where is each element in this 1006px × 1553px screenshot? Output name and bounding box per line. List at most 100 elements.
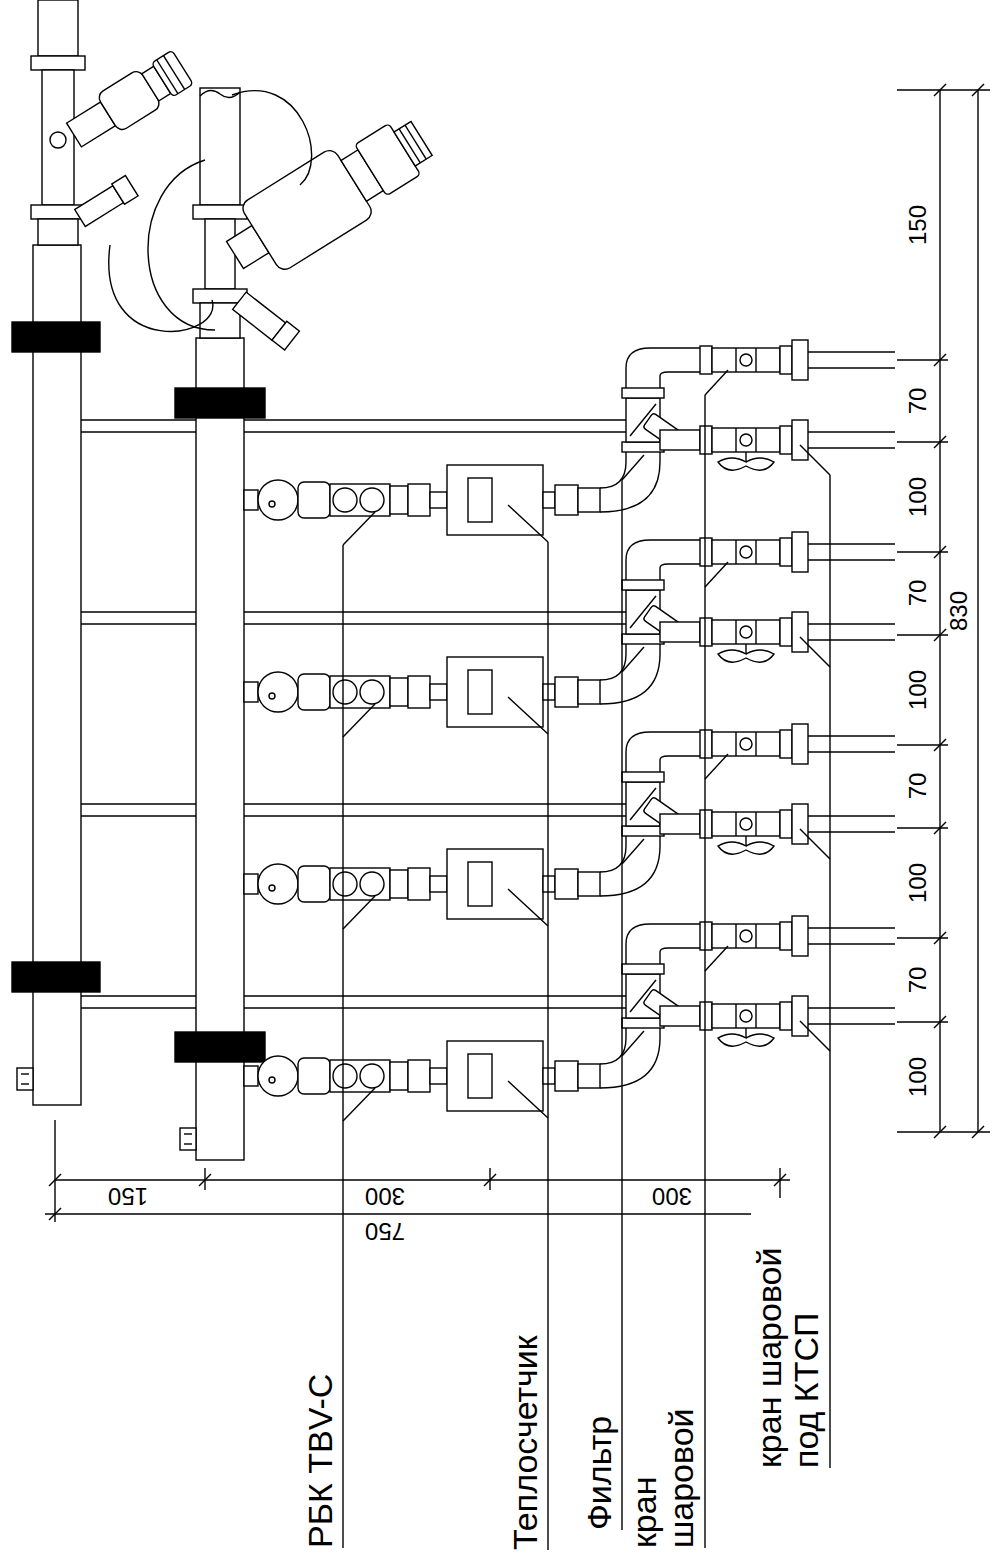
leader-label: РБК TBV-C [302, 1374, 339, 1548]
valve-port [360, 488, 384, 512]
leader-tick [800, 1021, 830, 1051]
union-nut [390, 870, 408, 898]
ball-valve [712, 812, 780, 836]
flange [792, 916, 808, 956]
nut-line [21, 1083, 29, 1084]
valve-port [360, 1064, 384, 1088]
outlet-pipe [808, 431, 895, 432]
tube-line [81, 1007, 626, 1008]
outlet-pipe [808, 639, 895, 640]
elbow [660, 756, 700, 772]
dimension-tick [774, 1174, 786, 1186]
leader-tick [622, 455, 644, 480]
elbow [660, 948, 700, 964]
branch-stub [244, 682, 258, 702]
valve-line [755, 540, 756, 564]
union-nut [622, 964, 664, 974]
valve-ball [740, 354, 752, 366]
valve-ball [740, 1010, 752, 1022]
valve-port [333, 1064, 357, 1088]
valve-port [333, 872, 357, 896]
butterfly-handle [718, 836, 774, 854]
dimension-value: 70 [906, 773, 930, 800]
union-nut [193, 205, 247, 219]
dimension-value: 100 [906, 863, 930, 903]
elbow [660, 564, 700, 580]
valve-ball [740, 626, 752, 638]
union-nut [622, 442, 664, 452]
elbow [660, 372, 700, 388]
outlet-pipe [808, 751, 895, 752]
coupling [408, 676, 430, 708]
pipe-piece [660, 430, 700, 450]
valve-line [735, 924, 736, 948]
valve-ball [740, 738, 752, 750]
dimension-value: 300 [652, 1184, 692, 1208]
under-layer [81, 420, 626, 1008]
dimension-line [45, 1213, 790, 1214]
union-nut [700, 1002, 712, 1030]
branch-group [244, 532, 895, 727]
pipe-piece [660, 622, 700, 642]
elbow [626, 924, 700, 964]
drain-nut [180, 1128, 196, 1150]
dimension-value: 150 [906, 205, 930, 245]
dimension-value: 750 [365, 1219, 405, 1243]
nipple-cap [112, 175, 138, 204]
leader-tick [508, 697, 548, 734]
leader-tick [800, 445, 830, 475]
pipe-piece [543, 876, 555, 892]
valve-line [735, 540, 736, 564]
leader-line [621, 480, 622, 1530]
leader-line [342, 545, 343, 1548]
meter-display [468, 862, 492, 906]
branch-tubes [81, 804, 626, 816]
ball-valve [712, 428, 780, 452]
outlet-pipe [808, 831, 895, 832]
union-nut [622, 580, 664, 590]
valve-port [333, 680, 357, 704]
extension-line [897, 1131, 990, 1132]
dimension-tick [972, 1126, 984, 1138]
valve-port [333, 488, 357, 512]
tube-line [81, 611, 626, 612]
dimension-tick [934, 436, 946, 448]
dimension-value: 100 [906, 477, 930, 517]
tube-line [81, 431, 626, 432]
valve-body [298, 482, 330, 518]
flange [792, 724, 808, 764]
pipe-piece [543, 492, 555, 508]
leader-label: кран шаровой под КТСП [751, 1198, 826, 1468]
pipe-piece [430, 684, 447, 700]
union-nut [390, 1062, 408, 1090]
knob-dot [269, 501, 275, 507]
leader-tick [622, 839, 644, 864]
impulse-tube [232, 91, 312, 185]
knob-dot [269, 693, 275, 699]
union-nut [780, 810, 792, 838]
extension-line [54, 1120, 55, 1222]
valve-line [755, 620, 756, 644]
branch-stub [244, 1066, 258, 1086]
dimension-tick [934, 822, 946, 834]
dimension-tick [49, 1174, 61, 1186]
tee-body [205, 219, 235, 289]
elbow [626, 540, 700, 580]
valve-line [735, 348, 736, 372]
dimension-value: 100 [906, 670, 930, 710]
component-layer [45, 84, 990, 1550]
tee-body [42, 70, 74, 205]
impulse-tube [109, 245, 213, 331]
clamp [175, 1032, 265, 1062]
flange [792, 340, 808, 380]
union-nut [390, 678, 408, 706]
leader-line [829, 475, 830, 1468]
dimension-tick [934, 1126, 946, 1138]
outlet-pipe [808, 543, 895, 544]
dimension-value: 70 [906, 967, 930, 994]
return-manifold [175, 338, 265, 1160]
outlet-pipe [808, 943, 895, 944]
pipe-piece [543, 684, 555, 700]
